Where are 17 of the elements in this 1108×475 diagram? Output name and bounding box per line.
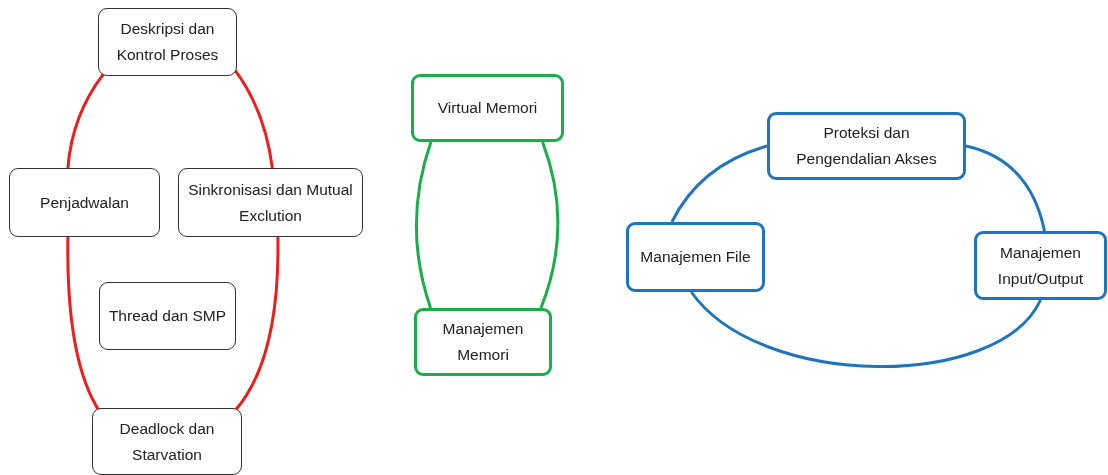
connector-line xyxy=(690,291,1042,368)
process-box: Sinkronisasi dan Mutual Exclution xyxy=(178,168,363,237)
process-box: Proteksi dan Pengendalian Akses xyxy=(767,112,966,180)
process-box: Manajemen File xyxy=(626,222,765,292)
process-box: Thread dan SMP xyxy=(99,282,236,350)
connector-line xyxy=(965,144,1046,232)
connector-line xyxy=(414,141,433,309)
connector-line xyxy=(66,73,105,169)
process-box: Penjadwalan xyxy=(9,168,160,237)
connector-line xyxy=(670,144,768,223)
process-box: Virtual Memori xyxy=(411,74,564,142)
connector-line xyxy=(539,141,560,309)
connector-line xyxy=(233,68,274,169)
process-box: Deskripsi dan Kontrol Proses xyxy=(98,8,237,76)
process-box: Manajemen Input/Output xyxy=(974,231,1107,300)
process-box: Manajemen Memori xyxy=(414,308,552,376)
process-box: Deadlock dan Starvation xyxy=(92,408,242,475)
